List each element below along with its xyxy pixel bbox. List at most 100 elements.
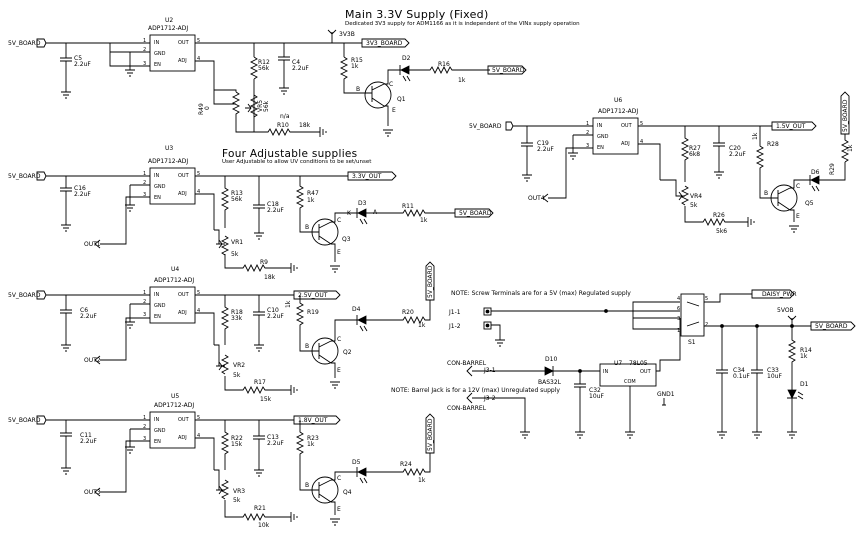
c20-value: 2.2uF <box>729 151 746 158</box>
u6-chip <box>592 117 639 155</box>
vr2-value: 5k <box>233 372 241 379</box>
main-supply-title: Main 3.3V Supply (Fixed) <box>345 8 489 21</box>
svg-text:5: 5 <box>197 38 200 44</box>
net-5v-board-r16: 5V_BOARD <box>492 67 525 74</box>
svg-text:B: B <box>305 343 309 350</box>
j1-2-terminal <box>483 321 492 330</box>
net-5vob: 5VOB <box>777 307 794 314</box>
q5-ref: Q5 <box>805 200 814 207</box>
r15-ref: R15 <box>351 57 363 64</box>
net-1v8-out: 1.8V_OUT <box>298 417 328 424</box>
c16-ref: C16 <box>74 185 86 192</box>
svg-text:GND: GND <box>154 51 166 57</box>
r10-value: 18k <box>299 122 311 129</box>
net-5v-board-r11: 5V_BOARD <box>459 210 492 217</box>
r49-value: 0 <box>204 106 211 110</box>
svg-text:ADJ: ADJ <box>178 310 187 316</box>
r13-ref: R13 <box>231 190 243 197</box>
c6-value: 2.2uF <box>80 313 97 320</box>
vr5-ref: VR5 <box>257 100 264 112</box>
r24-ref: R24 <box>400 461 412 468</box>
j1-1-terminal <box>483 307 492 316</box>
c34-ref: C34 <box>733 367 745 374</box>
svg-text:IN: IN <box>597 123 602 129</box>
net-5v-board-r24: 5V_BOARD <box>427 418 434 451</box>
svg-text:IN: IN <box>154 417 159 423</box>
svg-text:2: 2 <box>143 180 146 186</box>
q3-ref: Q3 <box>342 236 351 243</box>
u4-ref: U4 <box>171 266 179 273</box>
svg-text:3: 3 <box>143 312 146 318</box>
r10-ref: R10 <box>277 122 289 129</box>
u2-regulator-block: 5V_BOARD C5 2.2uF U2 ADP1712-ADJ 1 2 3 I… <box>8 17 527 137</box>
svg-text:B: B <box>356 86 360 93</box>
con-barrel-1-ref: CON-BARREL <box>447 360 487 367</box>
u7-chip <box>599 363 657 387</box>
d2-ref: D2 <box>402 55 411 62</box>
u7-part: 78L05 <box>629 360 648 367</box>
svg-text:5: 5 <box>640 121 643 127</box>
c10-value: 2.2uF <box>267 313 284 320</box>
c32-value: 10uF <box>589 393 604 400</box>
svg-text:OUT: OUT <box>178 40 190 46</box>
svg-text:GND: GND <box>597 134 609 140</box>
svg-text:EN: EN <box>154 195 161 201</box>
adjustable-supplies-note: User Adjustable to allow UV conditions t… <box>222 159 372 165</box>
net-5v-board-u4: 5V_BOARD <box>8 292 41 299</box>
svg-text:4: 4 <box>677 296 680 302</box>
svg-text:5: 5 <box>197 171 200 177</box>
c18-value: 2.2uF <box>267 207 284 214</box>
r18-value: 33k <box>231 315 243 322</box>
net-out4: OUT4 <box>528 195 545 202</box>
svg-text:4: 4 <box>197 56 200 62</box>
net-2v5-out: 2.5V_OUT <box>298 292 328 299</box>
net-3v3-out: 3.3V_OUT <box>352 173 382 180</box>
u3-ref: U3 <box>165 145 173 152</box>
svg-text:6: 6 <box>677 306 680 312</box>
r21-ref: R21 <box>254 505 266 512</box>
c6-ref: C6 <box>80 307 88 314</box>
r20-ref: R20 <box>402 309 414 316</box>
r28-value: 1k <box>752 132 759 140</box>
c32-ref: C32 <box>589 387 601 394</box>
net-3v3b: 3V3B <box>339 31 355 38</box>
r22-value: 15k <box>231 441 243 448</box>
c19-ref: C19 <box>537 140 549 147</box>
vr5-nofit: n/a <box>280 113 290 120</box>
r14-ref: R14 <box>800 347 812 354</box>
svg-text:C: C <box>389 81 393 88</box>
adjustable-supplies-title: Four Adjustable supplies <box>222 148 357 160</box>
svg-text:1: 1 <box>586 121 589 127</box>
c4-ref: C4 <box>292 59 300 66</box>
power-input-block: NOTE: Screw Terminals are for a 5V (max)… <box>391 289 856 439</box>
svg-text:EN: EN <box>154 314 161 320</box>
vr5-val: 56k <box>263 100 270 112</box>
net-5v-board-u2: 5V_BOARD <box>8 40 41 47</box>
svg-text:IN: IN <box>154 173 159 179</box>
svg-text:OUT: OUT <box>178 417 190 423</box>
u6-ref: U6 <box>614 97 622 104</box>
u4-regulator-block: 5V_BOARD C6 2.2uF OUT2 U4 ADP1712-ADJ 1 … <box>8 261 435 403</box>
r26-ref: R26 <box>713 212 725 219</box>
s1-switch <box>680 293 705 337</box>
svg-text:2: 2 <box>143 424 146 430</box>
svg-text:ADJ: ADJ <box>178 58 187 64</box>
r17-ref: R17 <box>254 379 266 386</box>
r49-ref: R49 <box>198 103 205 115</box>
svg-text:2: 2 <box>705 322 708 328</box>
r17-value: 15k <box>260 396 272 403</box>
r21-value: 10k <box>258 522 270 529</box>
d3-ref: D3 <box>358 200 367 207</box>
q2-ref: Q2 <box>343 349 352 356</box>
u5-regulator-block: 5V_BOARD C11 2.2uF OUT3 U5 ADP1712-ADJ 1… <box>8 393 435 529</box>
vr3-ref: VR3 <box>233 488 245 495</box>
svg-text:2: 2 <box>143 299 146 305</box>
r15-value: 1k <box>351 63 359 70</box>
q1-ref: Q1 <box>397 96 406 103</box>
svg-text:GND: GND <box>154 303 166 309</box>
svg-text:1: 1 <box>143 38 146 44</box>
r22-ref: R22 <box>231 435 243 442</box>
j1-1-ref: J1-1 <box>448 309 461 316</box>
r14-value: 1k <box>800 353 808 360</box>
